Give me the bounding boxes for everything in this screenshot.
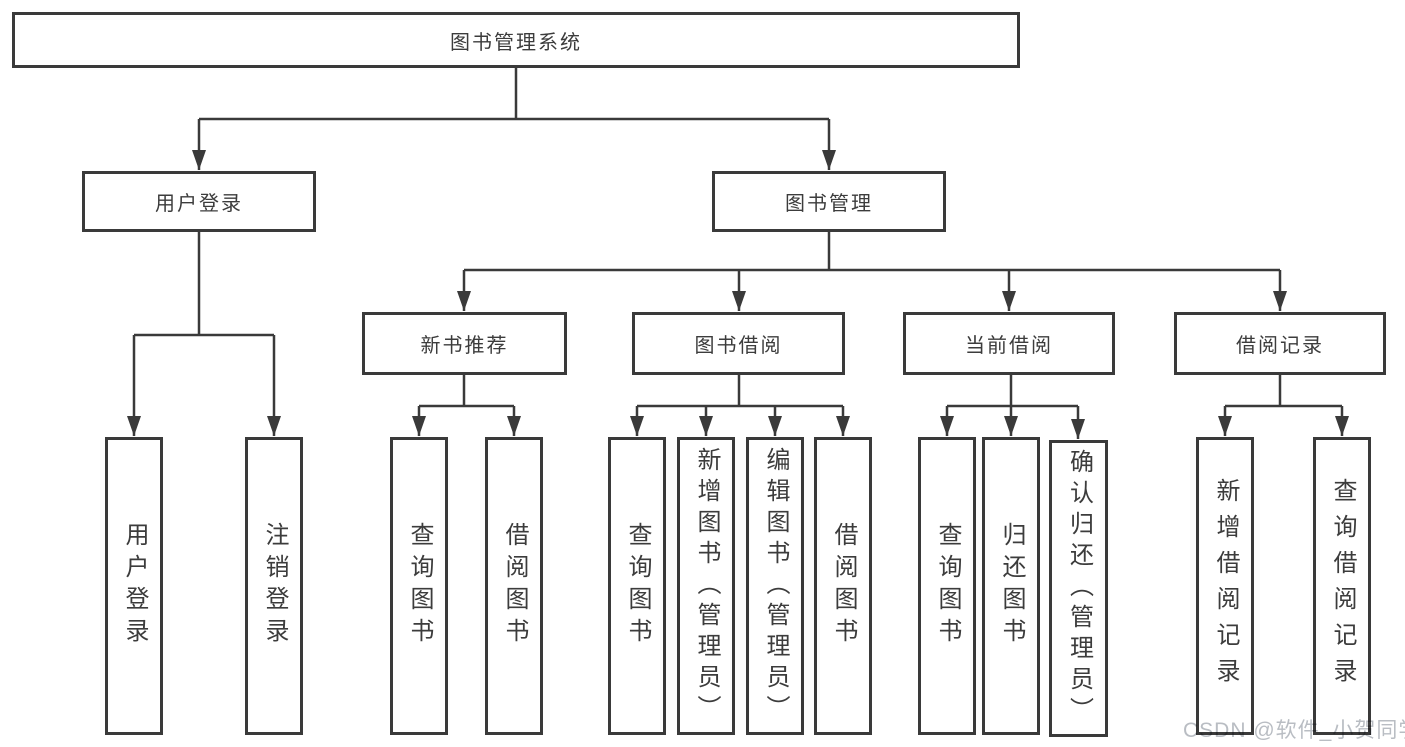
leaf-confirm-return-admin: 确认归还（管理员）: [1049, 440, 1108, 737]
leaf-query-books-current-label: 查询图书: [934, 522, 961, 650]
leaf-query-books-recommend: 查询图书: [390, 437, 448, 735]
node-book-management: 图书管理: [712, 171, 946, 232]
leaf-borrow-books-recommend: 借阅图书: [485, 437, 543, 735]
node-borrowing-records: 借阅记录: [1174, 312, 1386, 375]
node-user-login: 用户登录: [82, 171, 316, 232]
leaf-user-login-label: 用户登录: [121, 522, 148, 650]
leaf-borrow-books-recommend-label: 借阅图书: [501, 522, 528, 650]
leaf-add-books-admin-label: 新增图书（管理员）: [693, 446, 720, 726]
leaf-query-books-borrowing: 查询图书: [608, 437, 666, 735]
leaf-query-books-current: 查询图书: [918, 437, 976, 735]
leaf-borrow-books-borrowing-label: 借阅图书: [830, 522, 857, 650]
leaf-add-books-admin: 新增图书（管理员）: [677, 437, 735, 735]
node-current-borrowing-label: 当前借阅: [965, 335, 1053, 357]
node-borrowing-records-label: 借阅记录: [1236, 335, 1324, 357]
leaf-query-borrow-record: 查询借阅记录: [1313, 437, 1371, 735]
leaf-query-books-borrowing-label: 查询图书: [624, 522, 651, 650]
leaf-edit-books-admin: 编辑图书（管理员）: [746, 437, 804, 735]
node-book-management-label: 图书管理: [785, 193, 873, 215]
leaf-query-borrow-record-label: 查询借阅记录: [1329, 478, 1356, 694]
node-new-book-recommend-label: 新书推荐: [420, 335, 509, 357]
leaf-edit-books-admin-label: 编辑图书（管理员）: [762, 446, 789, 726]
node-root-label: 图书管理系统: [450, 31, 582, 54]
leaf-logout-label: 注销登录: [261, 522, 288, 650]
leaf-add-borrow-record-label: 新增借阅记录: [1212, 478, 1239, 694]
leaf-confirm-return-admin-label: 确认归还（管理员）: [1065, 449, 1093, 728]
leaf-query-books-recommend-label: 查询图书: [406, 522, 433, 650]
leaf-user-login: 用户登录: [105, 437, 163, 735]
leaf-add-borrow-record: 新增借阅记录: [1196, 437, 1254, 735]
node-root: 图书管理系统: [12, 12, 1020, 68]
leaf-return-books-label: 归还图书: [998, 522, 1025, 650]
node-book-borrowing: 图书借阅: [632, 312, 845, 375]
node-user-login-label: 用户登录: [155, 193, 243, 215]
leaf-return-books: 归还图书: [982, 437, 1040, 735]
node-new-book-recommend: 新书推荐: [362, 312, 567, 375]
node-book-borrowing-label: 图书借阅: [694, 335, 783, 357]
node-current-borrowing: 当前借阅: [903, 312, 1115, 375]
leaf-borrow-books-borrowing: 借阅图书: [814, 437, 872, 735]
leaf-logout: 注销登录: [245, 437, 303, 735]
